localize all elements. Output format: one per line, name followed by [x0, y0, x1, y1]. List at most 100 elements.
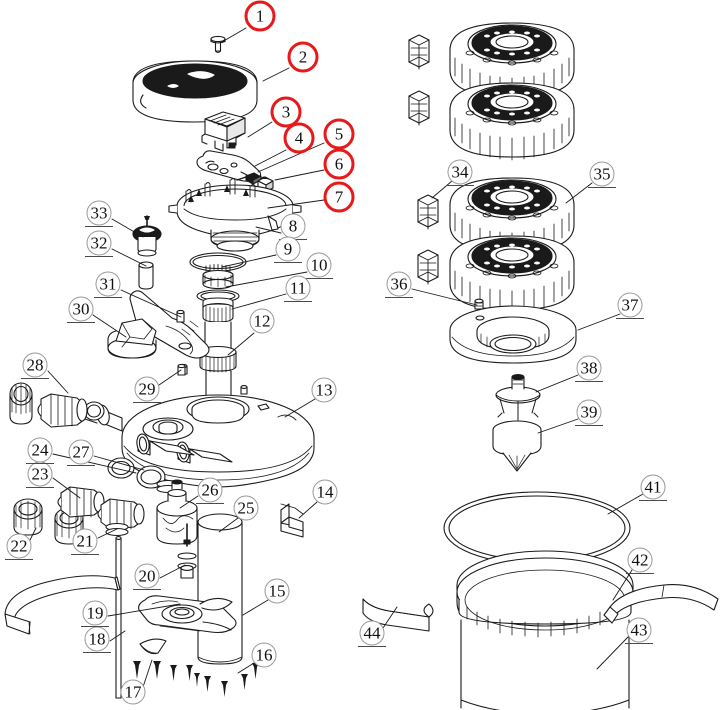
callout-14[interactable]: 14 [312, 479, 338, 505]
callout-7[interactable]: 7 [323, 181, 355, 213]
leader-line-21 [97, 528, 118, 539]
leader-line-15 [242, 599, 269, 616]
callout-underline-42 [626, 573, 654, 574]
callout-28[interactable]: 28 [22, 352, 48, 378]
callout-15[interactable]: 15 [264, 578, 290, 604]
callout-34[interactable]: 34 [447, 159, 473, 185]
leader-line-4 [254, 149, 287, 167]
callout-37[interactable]: 37 [617, 292, 643, 318]
leader-line-35 [565, 182, 593, 204]
leader-line-26 [179, 495, 199, 509]
callout-21[interactable]: 21 [72, 528, 98, 554]
leader-line-16 [237, 662, 255, 674]
callout-27[interactable]: 27 [68, 439, 94, 465]
callout-36[interactable]: 36 [386, 271, 412, 297]
callout-underline-43 [625, 643, 653, 644]
callout-29[interactable]: 29 [134, 376, 160, 402]
callout-30[interactable]: 30 [68, 296, 94, 322]
callout-25[interactable]: 25 [233, 495, 259, 521]
leader-line-9 [221, 254, 277, 268]
part-angle-bracket-14 [280, 503, 304, 538]
callout-22[interactable]: 22 [6, 533, 32, 559]
callout-13[interactable]: 13 [311, 377, 337, 403]
leader-line-32 [111, 248, 147, 267]
callout-23[interactable]: 23 [27, 461, 53, 487]
callout-underline-21 [71, 554, 99, 555]
leader-line-30 [92, 314, 127, 338]
part-screw-1 [210, 35, 226, 54]
callout-38[interactable]: 38 [576, 355, 602, 381]
callout-underline-32 [85, 256, 113, 257]
leader-line-27 [93, 455, 145, 471]
callout-12[interactable]: 12 [249, 308, 275, 334]
leader-line-43 [596, 635, 630, 670]
callout-underline-9 [274, 262, 302, 263]
callout-39[interactable]: 39 [576, 399, 602, 425]
callout-18[interactable]: 18 [84, 626, 110, 652]
leader-line-29 [158, 369, 182, 386]
callout-24[interactable]: 24 [27, 437, 53, 463]
part-tie-rod-18 [115, 536, 122, 699]
callout-underline-10 [305, 278, 333, 279]
leader-line-12 [227, 332, 255, 356]
part-lid-dome-2 [132, 60, 258, 123]
leader-line-5 [257, 142, 325, 173]
callout-31[interactable]: 31 [95, 271, 121, 297]
callout-underline-39 [575, 425, 603, 426]
part-knurled-ring-11 [202, 297, 234, 325]
part-transformer-3 [201, 111, 246, 152]
callout-41[interactable]: 41 [640, 474, 666, 500]
callout-4[interactable]: 4 [283, 122, 315, 154]
callout-44[interactable]: 44 [359, 620, 385, 646]
part-grid-clip-top-2 [408, 90, 430, 126]
callout-9[interactable]: 9 [275, 236, 301, 262]
callout-19[interactable]: 19 [82, 600, 108, 626]
leader-line-13 [284, 398, 316, 418]
part-sleeve-25 [197, 513, 243, 665]
callout-underline-31 [94, 297, 122, 298]
callout-42[interactable]: 42 [627, 547, 653, 573]
leader-line-3 [247, 121, 273, 138]
callout-10[interactable]: 10 [306, 252, 332, 278]
callout-26[interactable]: 26 [197, 477, 223, 503]
part-air-relief-33 [132, 215, 162, 257]
callout-20[interactable]: 20 [134, 563, 160, 589]
callout-32[interactable]: 32 [86, 230, 112, 256]
part-filter-grid-35b [449, 235, 575, 314]
leader-line-20 [159, 564, 186, 579]
part-spider-hub-15 [138, 595, 237, 634]
callout-underline-37 [616, 318, 644, 319]
callout-3[interactable]: 3 [270, 96, 302, 128]
leader-line-17 [142, 659, 153, 688]
leader-line-11 [231, 293, 287, 310]
leader-line-14 [298, 501, 318, 519]
callout-5[interactable]: 5 [323, 118, 355, 150]
part-handle-arm-31 [129, 290, 210, 359]
leader-line-24 [52, 453, 137, 474]
callout-35[interactable]: 35 [589, 161, 615, 187]
callout-underline-36 [385, 297, 413, 298]
callout-underline-29 [133, 402, 161, 403]
callout-underline-11 [284, 301, 312, 302]
leader-line-28 [47, 370, 69, 394]
callout-16[interactable]: 16 [251, 642, 277, 668]
part-union-nut-28 [9, 382, 33, 425]
callout-underline-30 [67, 322, 95, 323]
leader-line-18 [109, 630, 126, 642]
leader-line-2 [262, 67, 290, 82]
callout-43[interactable]: 43 [626, 617, 652, 643]
leader-line-1 [221, 27, 247, 43]
callout-33[interactable]: 33 [86, 200, 112, 226]
callout-1[interactable]: 1 [244, 0, 276, 32]
part-manifold-plate-37 [449, 305, 577, 364]
callout-11[interactable]: 11 [285, 275, 311, 301]
part-grid-clip-top-1 [408, 34, 430, 70]
callout-8[interactable]: 8 [280, 213, 306, 239]
callout-2[interactable]: 2 [287, 41, 319, 73]
callout-17[interactable]: 17 [120, 679, 146, 705]
callout-6[interactable]: 6 [323, 148, 355, 180]
leader-line-8 [255, 226, 282, 234]
part-washer-stack-20 [177, 523, 197, 579]
